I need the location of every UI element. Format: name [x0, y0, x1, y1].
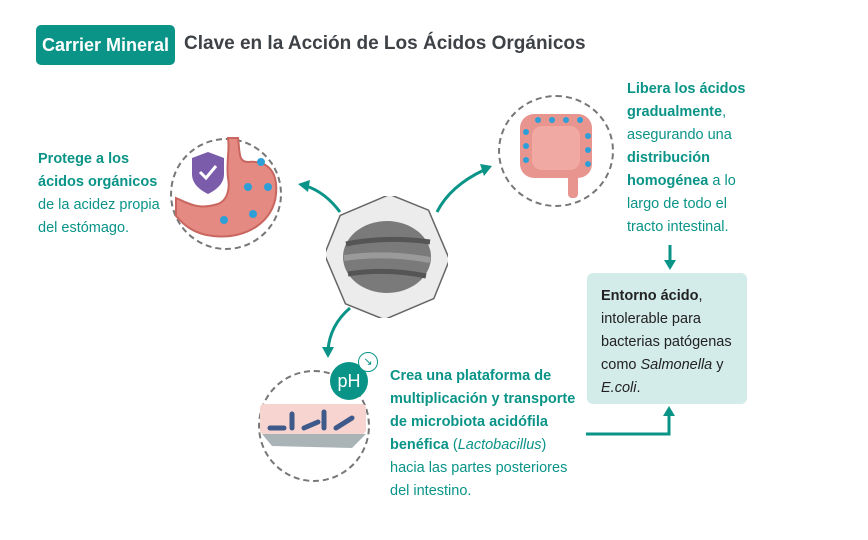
intestine-text-3: asegurando una [627, 127, 732, 143]
stomach-description: Protege a los ácidos orgánicos de la aci… [38, 148, 160, 240]
intestine-comma: , [722, 104, 727, 120]
micro-text-3: de microbiota acidófila [390, 414, 548, 430]
stomach-text-4: del estómago. [38, 220, 130, 236]
intestine-text-2: gradualmente [627, 104, 723, 120]
stomach-circle [170, 138, 282, 250]
arrow-to-intestine [435, 168, 485, 213]
box-period: . [636, 380, 641, 396]
box-ecoli: E.coli [601, 380, 637, 396]
micro-text-4a: benéfica [390, 437, 449, 453]
acid-environment-box: Entorno ácido, intolerable para bacteria… [587, 273, 747, 404]
micro-lactobacillus: Lactobacillus [457, 437, 542, 453]
stomach-text-3: de la acidez propia [38, 197, 160, 213]
carrier-mineral-badge: Carrier Mineral [36, 25, 176, 65]
box-text-3: bacterias patógenas [601, 334, 732, 350]
micro-text-1: Crea una plataforma de [390, 368, 552, 384]
box-text-4c: y [712, 357, 724, 373]
stomach-text-2: ácidos orgánicos [38, 174, 158, 190]
micro-paren-open: ( [448, 437, 458, 453]
micro-text-6: del intestino. [390, 483, 472, 499]
box-text-2: intolerable para [601, 311, 701, 327]
intestine-text-6: largo de todo el [627, 196, 727, 212]
intestine-description: Libera los ácidos gradualmente, aseguran… [627, 78, 745, 239]
box-text-4a: como [601, 357, 641, 373]
stomach-text-1: Protege a los [38, 151, 130, 167]
intestine-text-7: tracto intestinal. [627, 219, 729, 235]
microbiota-description: Crea una plataforma de multiplicación y … [390, 365, 575, 503]
box-salmonella: Salmonella [640, 357, 713, 373]
microbiota-circle [258, 370, 370, 482]
page-title: Clave en la Acción de Los Ácidos Orgánic… [184, 33, 586, 54]
bacteria-icon [262, 409, 366, 448]
intestine-circle [498, 95, 614, 207]
micro-text-2: multiplicación y transporte [390, 391, 576, 407]
ph-decrease-icon: ↘ [358, 352, 378, 372]
check-icon [198, 165, 218, 181]
intestine-text-4: distribución [627, 150, 710, 166]
shield-icon [192, 152, 224, 194]
intestine-icon [520, 114, 592, 198]
intestine-text-1: Libera los ácidos [627, 81, 746, 97]
arrow-to-microbiota [326, 306, 351, 351]
arrow-to-stomach [305, 184, 342, 213]
mineral-octagon [326, 196, 448, 318]
stomach-icon [175, 137, 278, 238]
intestine-text-5b: a lo [708, 173, 736, 189]
arrow-micro-to-box [586, 416, 671, 436]
micro-paren-close: ) [541, 437, 547, 453]
box-comma: , [698, 288, 703, 304]
box-text-bold: Entorno ácido [601, 288, 699, 304]
intestine-text-5a: homogénea [627, 173, 709, 189]
micro-text-5: hacia las partes posteriores [390, 460, 568, 476]
